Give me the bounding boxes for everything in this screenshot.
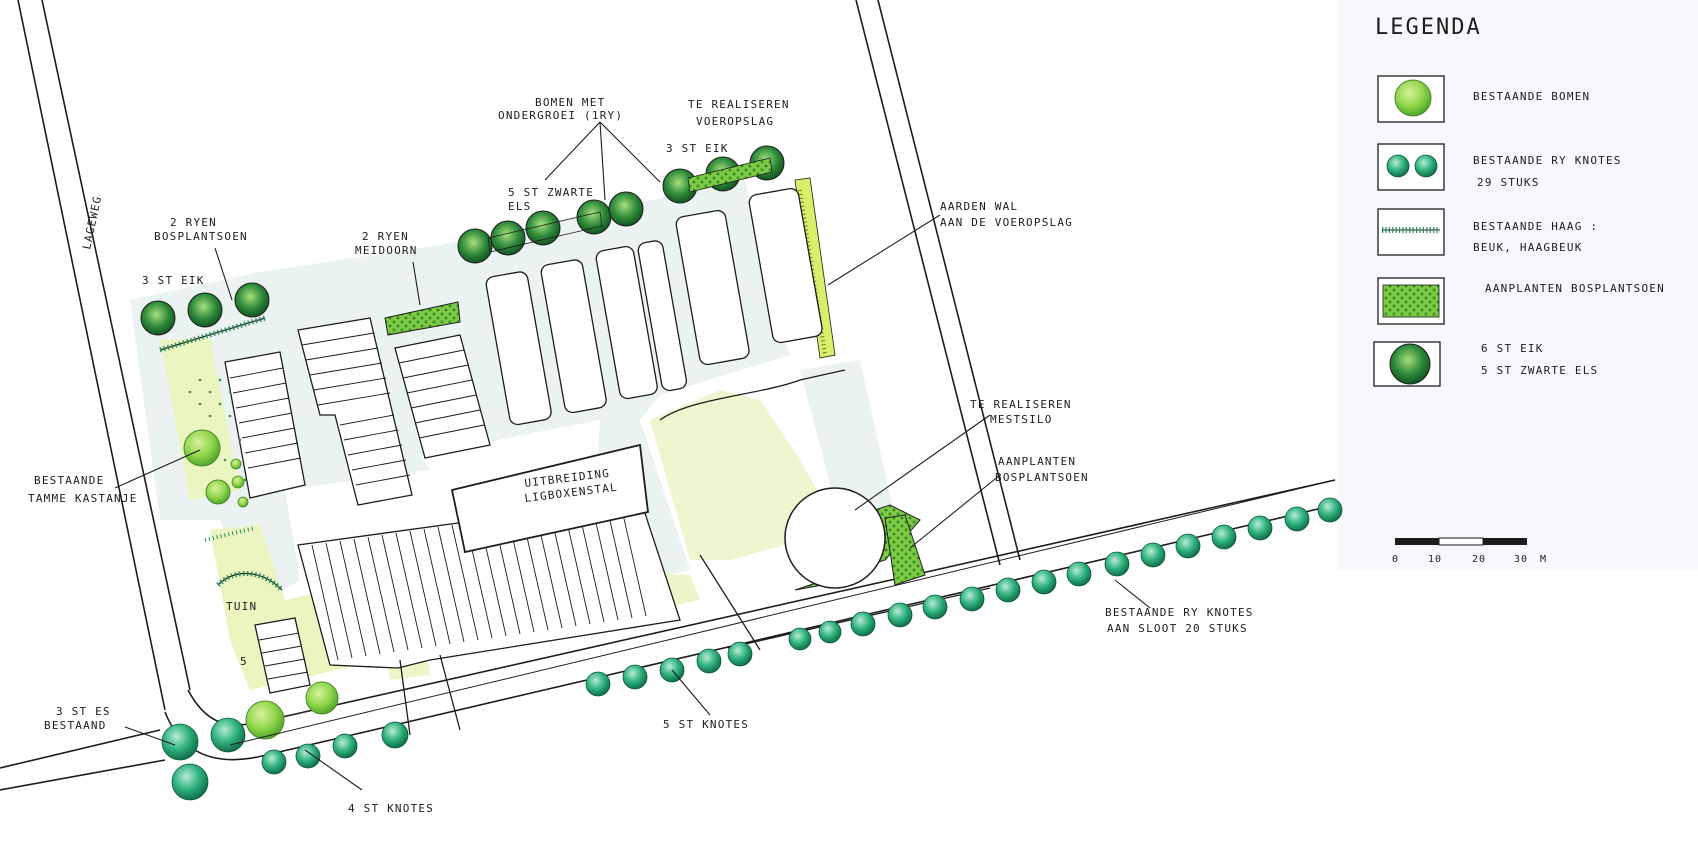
label-voeropslag-1: TE REALISEREN [688, 98, 790, 111]
scale-tick: 10 [1428, 554, 1442, 565]
leader-lines [114, 121, 1151, 791]
label-aanplanten-1: AANPLANTEN [998, 455, 1076, 468]
legend-label-2: BEUK, HAAGBEUK [1473, 241, 1583, 254]
legend-label: BESTAANDE HAAG : [1473, 220, 1598, 233]
label-voeropslag-2: VOEROPSLAG [696, 115, 774, 128]
label-aarden-wal-1: AARDEN WAL [940, 200, 1018, 213]
planting-areas [188, 378, 247, 482]
label-house-5: 5 [240, 655, 248, 668]
shrubbery-icon [1382, 284, 1440, 318]
pollard-icon [1414, 154, 1438, 178]
label-knotes-sloot-1: BESTAANDE RY KNOTES [1105, 606, 1254, 619]
label-bomen-2: ONDERGROEI (1RY) [498, 109, 623, 122]
oak-and-alder-trees [140, 145, 785, 336]
legend-label: 6 ST EIK [1481, 342, 1544, 355]
pollard-icon [1386, 154, 1410, 178]
label-ryen-mei-1: 2 RYEN [362, 230, 409, 243]
scale-tick: M [1540, 554, 1547, 565]
label-eik-left: 3 ST EIK [142, 274, 205, 287]
hedges [159, 177, 836, 592]
label-es-1: 3 ST ES [56, 705, 111, 718]
label-aarden-wal-2: AAN DE VOEROPSLAG [940, 216, 1073, 229]
label-knotes-5: 5 ST KNOTES [663, 718, 749, 731]
label-aanplanten-2: BOSPLANTSOEN [995, 471, 1089, 484]
legend-label: BESTAANDE RY KNOTES [1473, 154, 1622, 167]
label-knotes-4: 4 ST KNOTES [348, 802, 434, 815]
label-zwarte-els-1: 5 ST ZWARTE [508, 186, 594, 199]
legend: LEGENDA BESTAANDE BOMEN BESTAANDE RY KNO… [1373, 15, 1665, 565]
label-knotes-sloot-2: AAN SLOOT 20 STUKS [1107, 622, 1248, 635]
label-lageweg: LAGEWEG [80, 194, 104, 250]
legend-label: AANPLANTEN BOSPLANTSOEN [1485, 282, 1665, 295]
legend-label-2: 29 STUKS [1477, 176, 1540, 189]
label-eik-top: 3 ST EIK [666, 142, 729, 155]
oak-icon [1389, 343, 1431, 385]
tree-icon [1394, 79, 1432, 117]
map-labels: LAGEWEG BOMEN MET ONDERGROEI (1RY) TE RE… [28, 96, 1254, 815]
label-bomen-1: BOMEN MET [535, 96, 605, 109]
buildings [224, 187, 991, 736]
scale-tick: 30 [1514, 554, 1528, 565]
label-ryen-mei-2: MEIDOORN [355, 244, 418, 257]
manure-silo [784, 487, 926, 591]
scale-tick: 0 [1392, 554, 1399, 565]
label-ryen-bos-1: 2 RYEN [170, 216, 217, 229]
label-kastanje-2: TAMME KASTANJE [28, 492, 138, 505]
label-tuin: TUIN [226, 600, 257, 613]
legend-label: BESTAANDE BOMEN [1473, 90, 1590, 103]
legend-label-2: 5 ST ZWARTE ELS [1481, 364, 1598, 377]
legend-title: LEGENDA [1375, 15, 1482, 40]
label-mestsilo-1: TE REALISEREN [970, 398, 1072, 411]
label-zwarte-els-2: ELS [508, 200, 531, 213]
label-es-2: BESTAAND [44, 719, 107, 732]
label-ryen-bos-2: BOSPLANTSOEN [154, 230, 248, 243]
scale-bar: 0 10 20 30 M [1392, 537, 1547, 565]
scale-tick: 20 [1472, 554, 1486, 565]
existing-trees [183, 429, 339, 740]
label-mestsilo-2: MESTSILO [990, 413, 1053, 426]
label-kastanje-1: BESTAANDE [34, 474, 104, 487]
